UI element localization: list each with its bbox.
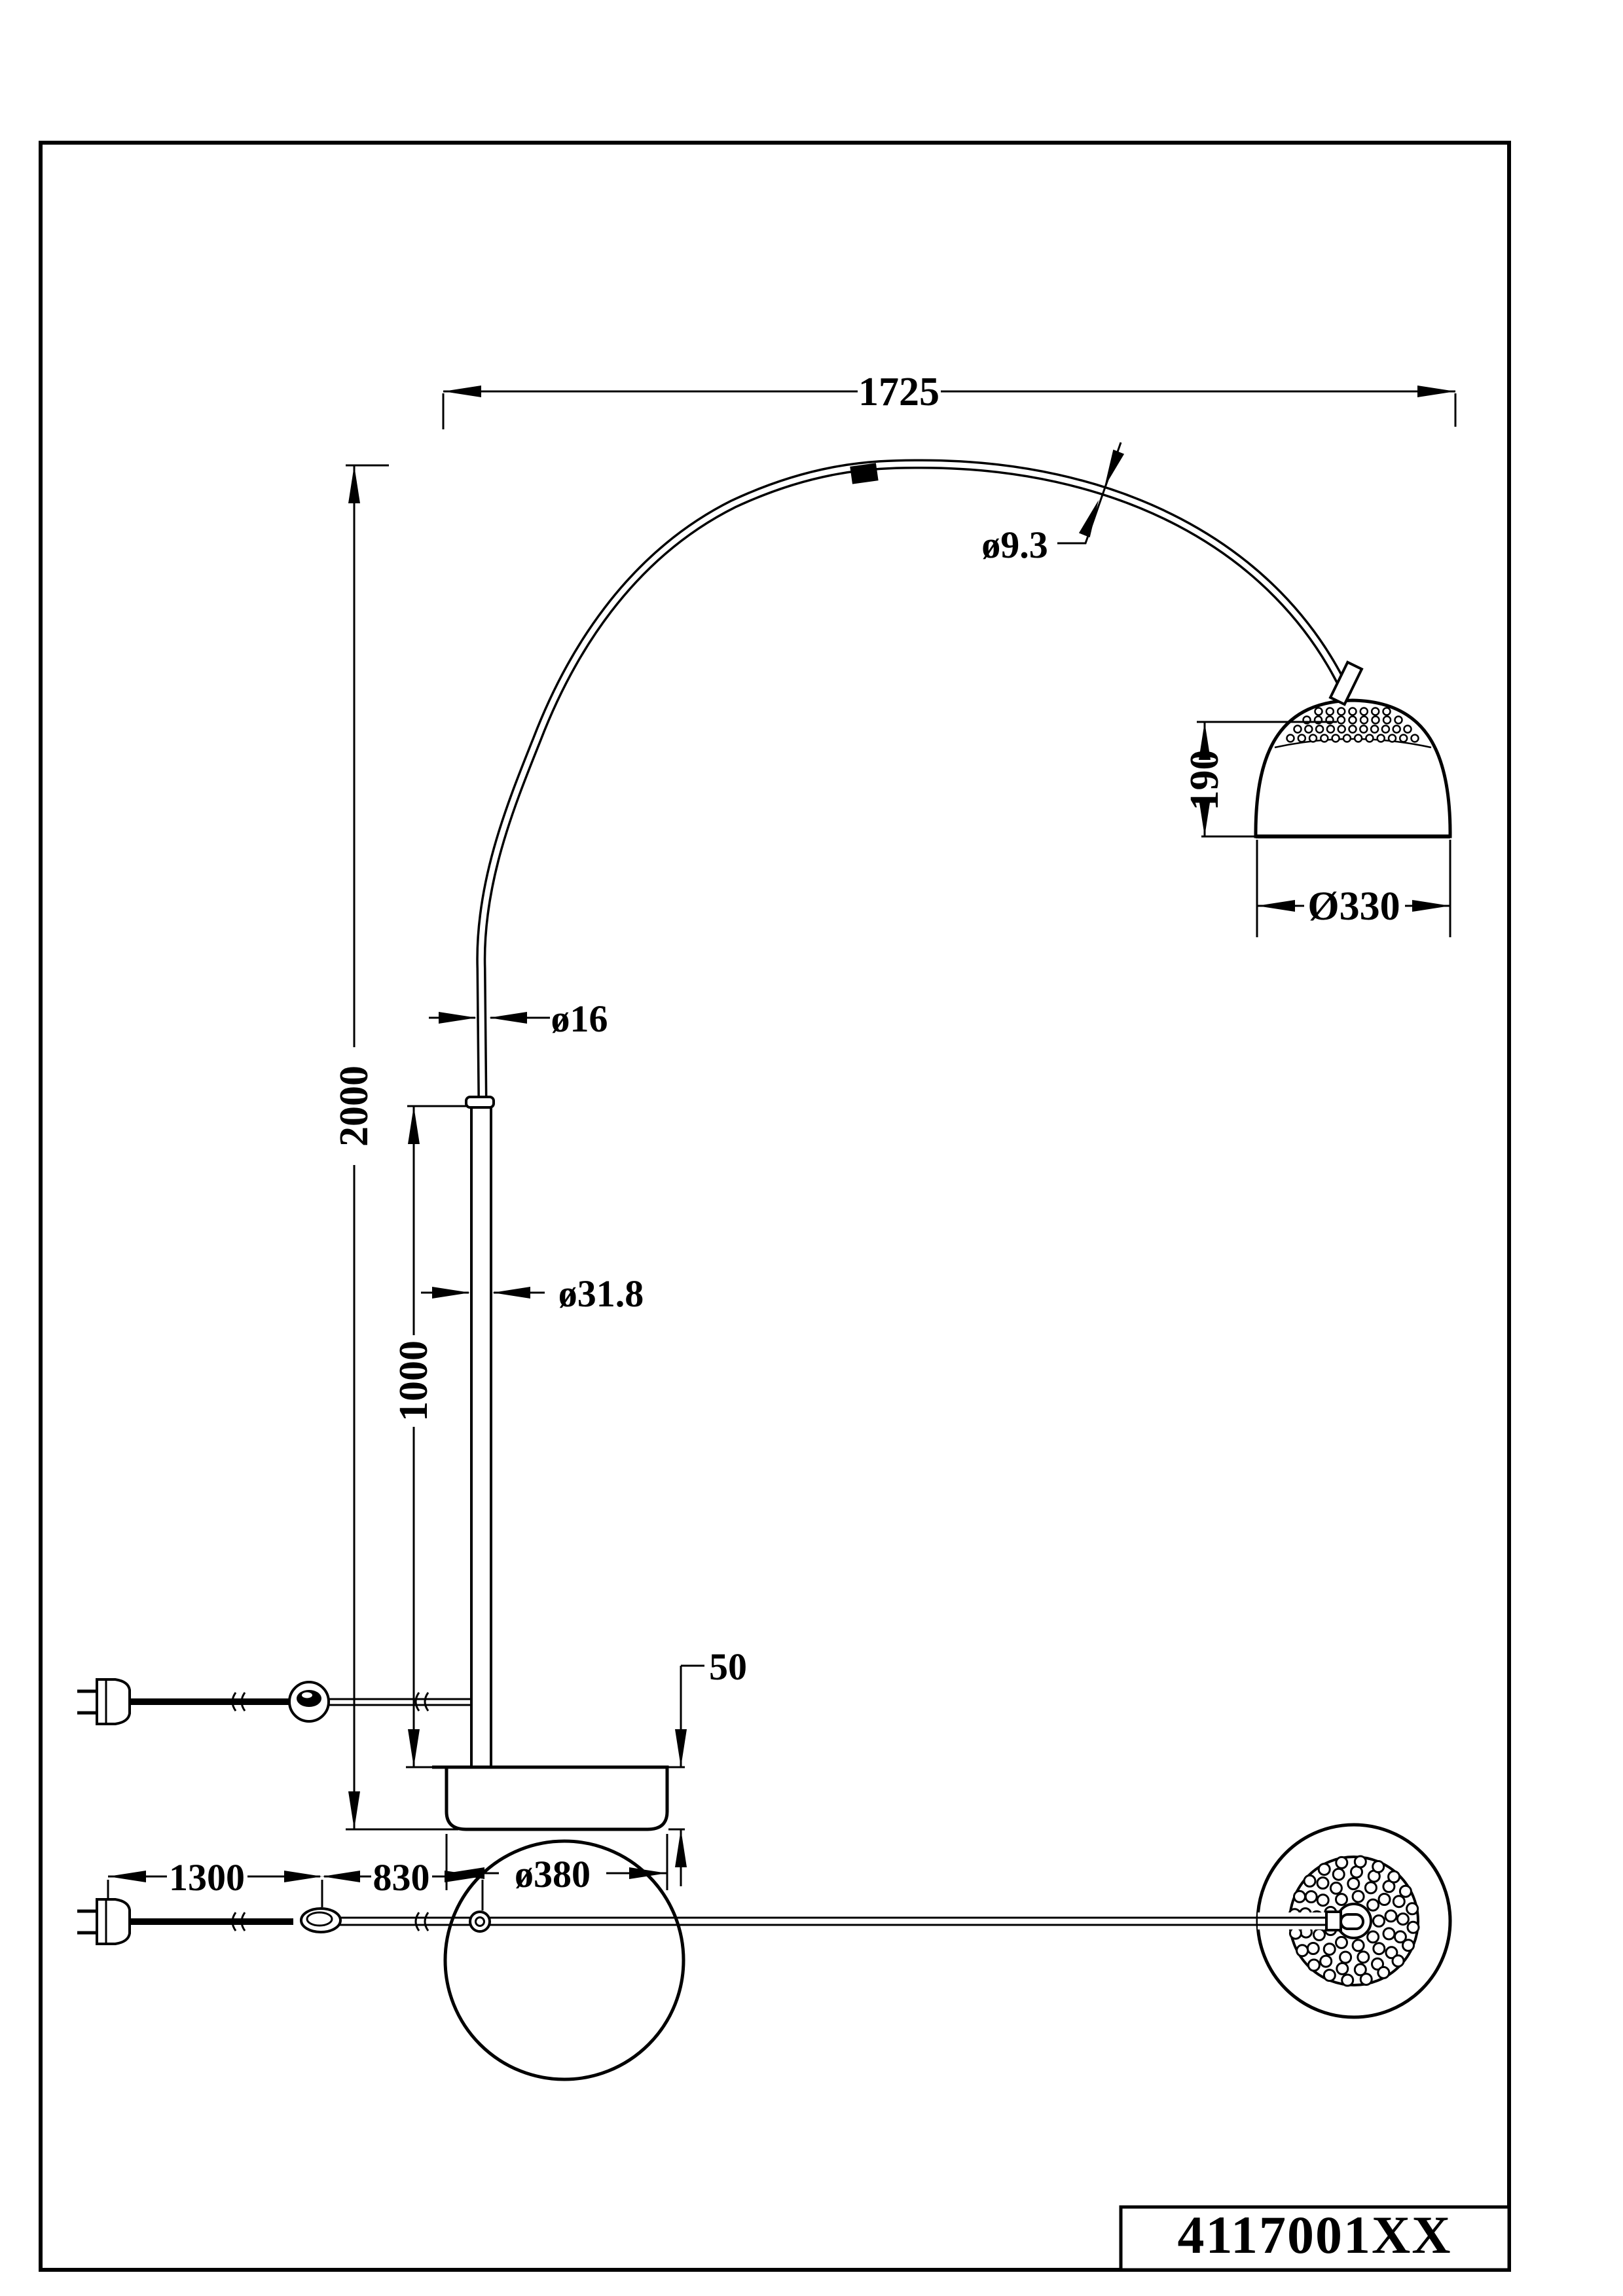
dim-base-height: 50 <box>680 1645 747 1886</box>
pole-cap <box>465 1096 495 1109</box>
base-circle-plan <box>443 1839 685 2081</box>
cord-connector-tip <box>1340 1913 1364 1930</box>
plug-side <box>77 1678 131 1725</box>
dim-arc-span: 1725 <box>442 370 1457 429</box>
dim-label-total-height: 2000 <box>332 1066 376 1147</box>
title-block: 4117001XX <box>1119 2205 1511 2272</box>
shade-joint <box>1328 660 1364 706</box>
lamp-pole <box>465 1096 495 1767</box>
dim-label-arc-tube-diameter: ø9.3 <box>981 524 1048 566</box>
dimension-arrowheads <box>108 386 1455 1882</box>
shade-perforation-dots <box>1286 707 1419 743</box>
side-view: 1725 2000 1000 ø9.3 ø16 <box>77 370 1457 1895</box>
dim-label-base-height: 50 <box>709 1645 747 1688</box>
shade-perforation-boundary <box>1274 738 1432 749</box>
lamp-shade-side <box>1201 660 1452 838</box>
dim-label-cord-length: 1300 <box>169 1856 245 1899</box>
cord-break-mark <box>414 1692 429 1712</box>
dim-shade-diameter: Ø330 <box>1256 840 1451 937</box>
arc-connector-sleeve <box>850 463 879 484</box>
plug-prongs <box>77 1909 97 1935</box>
switch-side <box>288 1681 330 1723</box>
title-block-frame <box>1119 2205 1511 2272</box>
dim-label-shade-diameter: Ø330 <box>1307 884 1400 929</box>
part-number: 4117001XX <box>1178 2205 1452 2265</box>
arc-tube <box>476 459 1352 1103</box>
power-cord-plan <box>130 1912 1328 1931</box>
dim-cord-length: 1300 830 <box>107 1856 484 1910</box>
dim-pole-height: 1000 <box>392 1105 467 1767</box>
plug-plan <box>77 1898 131 1945</box>
dim-label-cord-to-pole: 830 <box>373 1856 430 1899</box>
dim-arc-tube-diameter: ø9.3 <box>981 442 1122 566</box>
cord-break-mark <box>414 1912 429 1931</box>
dim-label-pole-height: 1000 <box>392 1340 436 1422</box>
switch-plan <box>300 1907 342 1933</box>
pole-plan <box>469 1910 491 1933</box>
cord-connector <box>1325 1910 1342 1931</box>
lamp-base-side <box>406 1765 685 1831</box>
dim-base-diameter: ø380 <box>445 1834 668 1895</box>
drawing-border <box>39 141 1511 2272</box>
dim-label-arc-span: 1725 <box>858 370 939 414</box>
dim-label-base-diameter: ø380 <box>515 1853 591 1895</box>
cord-break-mark <box>231 1692 246 1712</box>
plan-view: 1300 830 <box>77 1823 1452 2081</box>
base-body <box>445 1765 669 1831</box>
dim-label-pole-diameter: ø31.8 <box>558 1272 644 1315</box>
plug-prongs <box>77 1689 97 1715</box>
power-cord-side <box>77 1678 471 1725</box>
dim-total-height: 2000 <box>332 464 458 1831</box>
shade-hub-plan <box>1325 1903 1372 1939</box>
cord-break-mark <box>231 1912 246 1931</box>
dim-label-upper-tube: ø16 <box>551 997 608 1040</box>
